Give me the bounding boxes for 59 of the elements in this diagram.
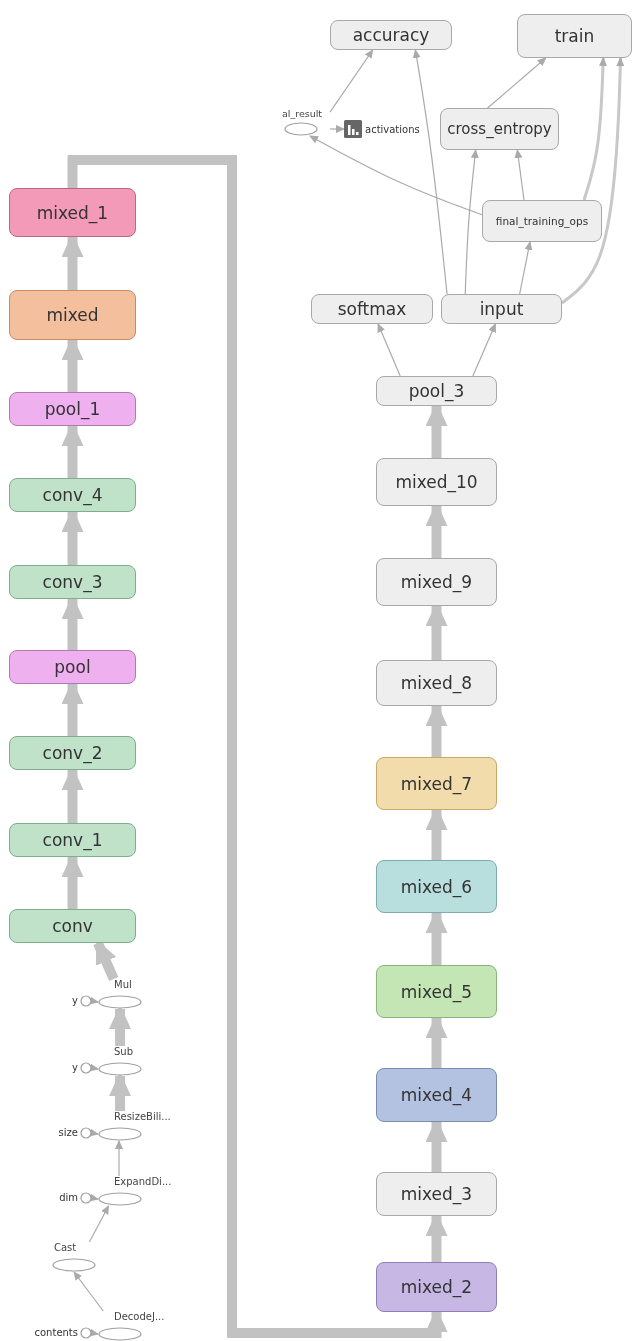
arrow bbox=[309, 135, 483, 216]
arrow bbox=[377, 323, 401, 377]
node-label: activations bbox=[365, 123, 420, 135]
layer-box: train bbox=[517, 14, 632, 58]
constant-node: dim bbox=[46, 1191, 92, 1205]
op-node: Sub bbox=[98, 1046, 203, 1076]
layer-box: cross_entropy bbox=[440, 108, 559, 150]
arrow bbox=[89, 996, 99, 1005]
layer-box: softmax bbox=[311, 294, 433, 324]
arrow bbox=[582, 57, 607, 201]
layer-box: pool_3 bbox=[376, 376, 497, 406]
arrow bbox=[487, 57, 547, 109]
layer-box: mixed_2 bbox=[376, 1262, 497, 1312]
layer-box: conv bbox=[9, 909, 136, 943]
arrow bbox=[412, 49, 448, 295]
constant-node: size bbox=[40, 1126, 92, 1140]
layer-box: mixed_4 bbox=[376, 1068, 497, 1122]
layer-box: conv_4 bbox=[9, 478, 136, 512]
layer-box: conv_2 bbox=[9, 736, 136, 770]
layer-box: final_training_ops bbox=[482, 200, 602, 242]
arrow bbox=[67, 155, 448, 1338]
arrow bbox=[464, 149, 479, 295]
arrow bbox=[561, 57, 625, 305]
op-node: Mul bbox=[98, 979, 203, 1009]
layer-box: mixed bbox=[9, 290, 136, 340]
op-node: Cast bbox=[52, 1242, 96, 1272]
layer-box: mixed_9 bbox=[376, 558, 497, 606]
arrow bbox=[89, 1128, 99, 1137]
arrow bbox=[329, 49, 374, 113]
op-node: ExpandDi... bbox=[98, 1176, 203, 1206]
layer-box: mixed_6 bbox=[376, 860, 497, 913]
layer-box: mixed_10 bbox=[376, 458, 497, 506]
layer-box: mixed_5 bbox=[376, 965, 497, 1018]
layer-box: pool_1 bbox=[9, 392, 136, 426]
layer-box: conv_1 bbox=[9, 823, 136, 857]
constant-node: y bbox=[56, 994, 92, 1008]
layer-box: mixed_7 bbox=[376, 757, 497, 810]
op-node: al_result bbox=[280, 108, 330, 136]
layer-box: mixed_1 bbox=[9, 188, 136, 237]
arrow bbox=[329, 125, 345, 133]
layer-box: accuracy bbox=[330, 20, 452, 50]
op-node: DecodeJ... bbox=[98, 1311, 203, 1341]
constant-node: contents bbox=[10, 1326, 92, 1340]
arrow bbox=[89, 1193, 99, 1202]
layer-box: mixed_3 bbox=[376, 1172, 497, 1216]
arrow bbox=[73, 1271, 104, 1312]
layer-box: conv_3 bbox=[9, 565, 136, 599]
arrow bbox=[519, 241, 533, 295]
layer-box: pool bbox=[9, 650, 136, 684]
constant-node: y bbox=[56, 1061, 92, 1075]
arrow bbox=[472, 323, 497, 377]
arrow bbox=[514, 149, 525, 201]
op-node: ResizeBili... bbox=[98, 1111, 203, 1141]
arrow bbox=[115, 1140, 123, 1177]
layer-box: input bbox=[441, 294, 562, 324]
arrow bbox=[89, 1328, 99, 1337]
arrow bbox=[89, 1063, 99, 1072]
arrow bbox=[88, 1205, 110, 1243]
layer-box: mixed_8 bbox=[376, 660, 497, 706]
